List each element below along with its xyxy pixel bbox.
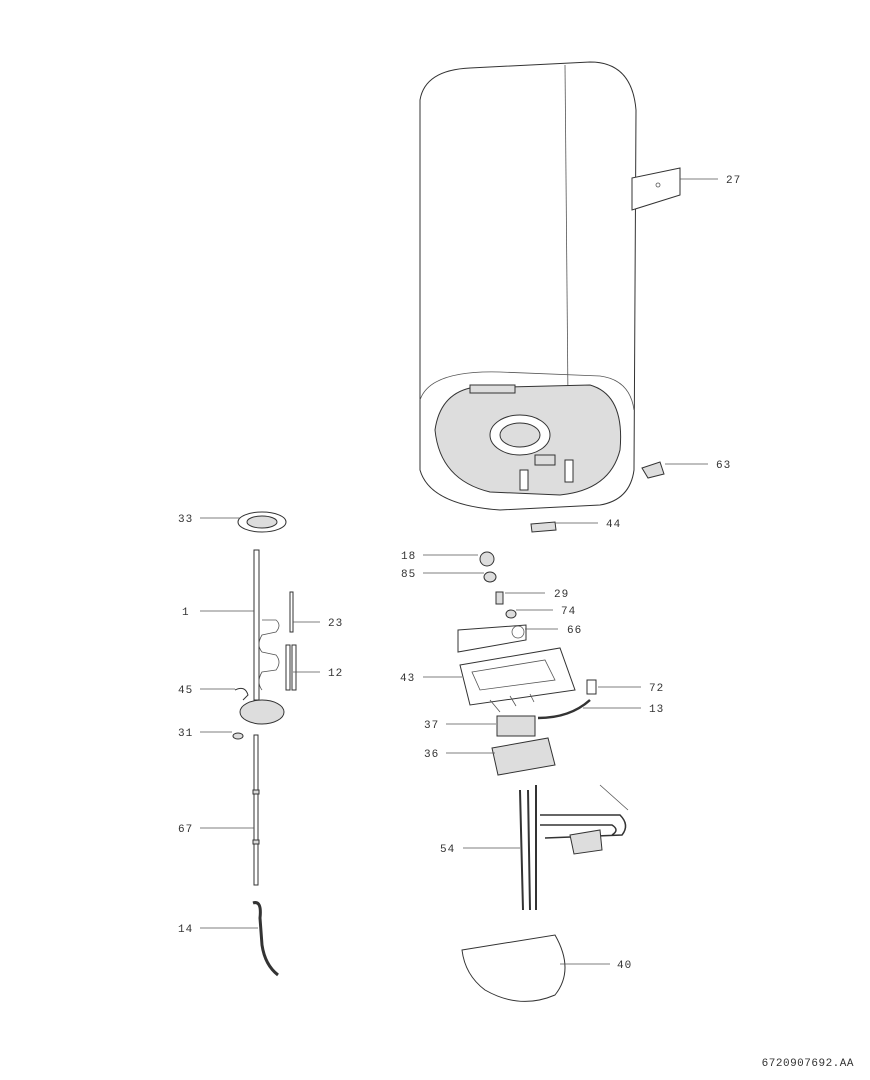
part-label-12: 12	[328, 668, 343, 680]
part-label-74: 74	[561, 606, 576, 618]
part-label-45: 45	[178, 685, 193, 697]
part-label-1: 1	[182, 607, 190, 619]
sensor-23	[289, 591, 294, 633]
part-label-13: 13	[649, 704, 664, 716]
part-label-40: 40	[617, 960, 632, 972]
valve-29	[495, 591, 504, 605]
nut-31	[232, 732, 244, 740]
part-label-23: 23	[328, 618, 343, 630]
wall-bracket	[631, 167, 681, 211]
connector-44	[530, 521, 557, 533]
part-label-18: 18	[401, 551, 416, 563]
part-label-66: 66	[567, 625, 582, 637]
part-label-67: 67	[178, 824, 193, 836]
clamp-45	[234, 687, 249, 701]
part-label-85: 85	[401, 569, 416, 581]
clip-63	[641, 461, 665, 479]
part-label-14: 14	[178, 924, 193, 936]
switch-72	[586, 679, 597, 695]
part-label-33: 33	[178, 514, 193, 526]
washer-74	[505, 609, 517, 619]
board-36	[491, 737, 556, 776]
part-label-37: 37	[424, 720, 439, 732]
housing-43	[459, 647, 576, 713]
cable-13	[537, 699, 591, 720]
gasket-33	[237, 511, 287, 533]
cable-14	[252, 901, 279, 977]
part-label-43: 43	[400, 673, 415, 685]
panel-66	[457, 624, 527, 653]
part-label-27: 27	[726, 175, 741, 187]
part-label-63: 63	[716, 460, 731, 472]
part-label-29: 29	[554, 589, 569, 601]
document-number: 6720907692.AA	[761, 1058, 854, 1070]
part-label-54: 54	[440, 844, 455, 856]
heating-element-1	[239, 549, 285, 725]
part-label-44: 44	[606, 519, 621, 531]
wiring-harness-54	[519, 784, 629, 911]
part-label-31: 31	[178, 728, 193, 740]
pcb-37	[496, 715, 536, 737]
ring-85	[483, 571, 497, 583]
knob-18	[479, 551, 495, 567]
part-label-36: 36	[424, 749, 439, 761]
anode-67	[252, 734, 260, 886]
cover-40	[461, 934, 566, 1002]
water-heater-tank	[419, 61, 637, 511]
wire-12	[285, 644, 297, 691]
part-label-72: 72	[649, 683, 664, 695]
